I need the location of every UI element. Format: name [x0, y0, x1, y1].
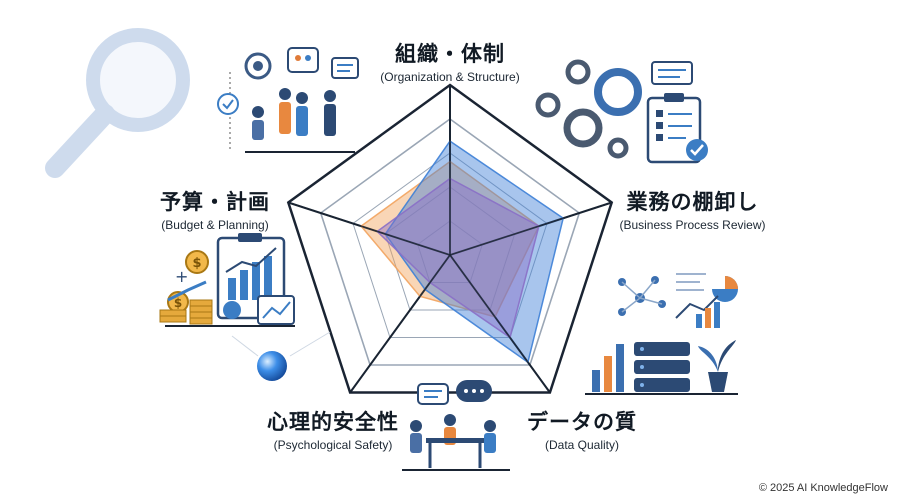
magnifier-icon [45, 28, 190, 178]
radar-spoke-overlay [449, 254, 551, 393]
axis-label-jp: 予算・計画 [160, 190, 270, 214]
axis-label-organization: 組織・体制 (Organization & Structure) [360, 38, 540, 84]
axis-label-en: (Business Process Review) [619, 218, 766, 232]
radar-series-area [376, 177, 540, 339]
axis-label-jp: 組織・体制 [395, 42, 505, 66]
axis-label-business-process: 業務の棚卸し (Business Process Review) [605, 186, 780, 232]
radar-grid-ring [319, 118, 581, 366]
gears-checklist-icon [535, 59, 708, 164]
svg-text:$: $ [174, 296, 182, 310]
axis-label-jp: データの質 [527, 410, 637, 434]
svg-text:+: + [175, 267, 188, 286]
discussion-icon [402, 380, 510, 471]
team-meeting-icon [217, 47, 359, 153]
axis-label-en: (Data Quality) [544, 438, 620, 452]
radar-spoke-overlay [349, 254, 451, 393]
axis-label-data-quality: データの質 (Data Quality) [522, 406, 642, 452]
axis-label-psychological-safety: 心理的安全性 (Psychological Safety) [258, 406, 408, 452]
budget-charts-icon: $ + $ [159, 233, 295, 327]
copyright-notice: © 2025 AI KnowledgeFlow [758, 482, 888, 494]
radar-chart [286, 83, 614, 394]
radar-grid-ring [384, 186, 516, 311]
axis-label-en: (Organization & Structure) [380, 70, 520, 84]
axis-label-budget: 予算・計画 (Budget & Planning) [140, 186, 290, 232]
axis-label-en: (Psychological Safety) [273, 438, 393, 452]
axis-label-jp: 心理的安全性 [267, 410, 399, 434]
svg-text:$: $ [192, 256, 201, 271]
data-server-icon [585, 273, 738, 395]
axis-label-en: (Budget & Planning) [161, 218, 269, 232]
radar-spoke-overlay [449, 201, 612, 256]
axis-label-jp: 業務の棚卸し [626, 190, 759, 214]
radar-grid-ring [417, 220, 483, 283]
radar-spoke-overlay [288, 201, 451, 256]
radar-grid-ring [352, 152, 548, 338]
blue-sphere-icon [231, 331, 331, 381]
